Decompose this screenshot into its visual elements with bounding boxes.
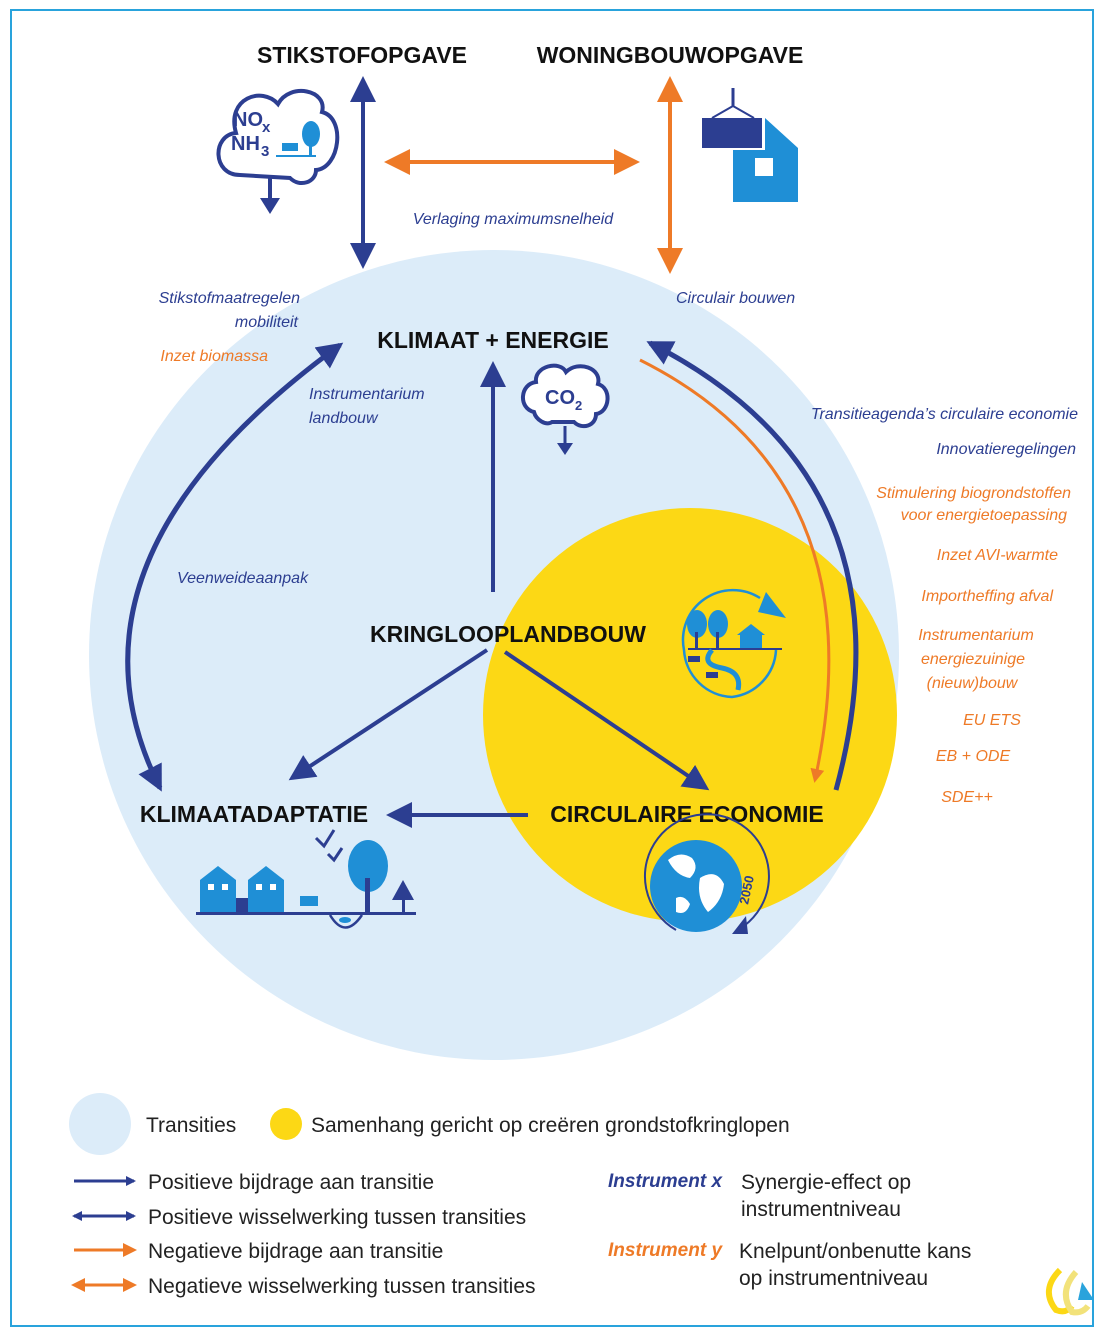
figure-frame xyxy=(10,9,1094,1327)
label-biomassa: Inzet biomassa xyxy=(160,348,268,365)
label-veenweide: Veenweideaanpak xyxy=(177,570,309,587)
svg-text:2: 2 xyxy=(575,398,582,413)
legend-transities: Transities xyxy=(146,1114,236,1137)
legend-pos-bijdrage: Positieve bijdrage aan transitie xyxy=(148,1171,434,1194)
house-crane-icon xyxy=(702,88,798,202)
svg-text:CO: CO xyxy=(545,387,575,409)
label-circ-bouwen: Circulair bouwen xyxy=(676,290,795,307)
kringloop-adaptatie-arrow xyxy=(288,648,489,781)
label-instr-landbouw-1: Instrumentarium xyxy=(309,386,425,403)
klimaat-circulair-orange-curve xyxy=(639,358,831,783)
label-bio-2: voor energietoepassing xyxy=(901,507,1067,524)
circulair-klimaat-curve xyxy=(646,340,859,791)
label-sde: SDE++ xyxy=(941,789,993,806)
label-stikstof-mob-2: mobiliteit xyxy=(235,314,299,331)
legend-samenhang-swatch xyxy=(270,1108,302,1140)
circular-farm-icon xyxy=(681,588,786,699)
svg-text:NO: NO xyxy=(233,109,263,131)
label-eb-ode: EB + ODE xyxy=(936,748,1011,765)
node-kringloop: KRINGLOOPLANDBOUW xyxy=(370,621,646,647)
svg-text:x: x xyxy=(262,119,271,136)
kringloop-circulair-arrow xyxy=(503,650,710,791)
co2-cloud-icon: CO 2 xyxy=(521,363,610,455)
globe-2050-icon: 2050 xyxy=(643,813,770,934)
legend-transities-swatch xyxy=(69,1093,131,1155)
legend-samenhang: Samenhang gericht op creëren grondstofkr… xyxy=(311,1114,790,1137)
legend-knelpunt-1: Knelpunt/onbenutte kans xyxy=(739,1240,971,1263)
legend-instr-x: Instrument x xyxy=(608,1171,723,1192)
publisher-logo xyxy=(1046,1267,1094,1316)
node-stikstof: STIKSTOFOPGAVE xyxy=(257,42,467,68)
circular-coherence-circle xyxy=(483,508,897,922)
legend-neg-bijdrage: Negatieve bijdrage aan transitie xyxy=(148,1240,443,1263)
climate-adaptation-icon xyxy=(196,829,416,929)
label-instr-landbouw-2: landbouw xyxy=(309,410,379,427)
nitrogen-cloud-icon: NO x NH 3 xyxy=(216,88,340,214)
node-circulair: CIRCULAIRE ECONOMIE xyxy=(550,801,823,827)
svg-text:NH: NH xyxy=(231,133,260,155)
label-instr-energie-3: (nieuw)bouw xyxy=(927,675,1019,692)
label-instr-energie-2: energiezuinige xyxy=(921,651,1025,668)
klimaat-adaptatie-curve xyxy=(125,342,344,792)
label-eu-ets: EU ETS xyxy=(963,712,1021,729)
label-transitieagenda: Transitieagenda’s circulaire economie xyxy=(811,406,1078,423)
label-innovatie: Innovatieregelingen xyxy=(936,441,1076,458)
label-instr-energie-1: Instrumentarium xyxy=(918,627,1034,644)
label-verlaging: Verlaging maximumsnelheid xyxy=(413,211,614,228)
node-woningbouw: WONINGBOUWOPGAVE xyxy=(537,42,804,68)
label-bio-1: Stimulering biogrondstoffen xyxy=(876,485,1071,502)
node-klimaat: KLIMAAT + ENERGIE xyxy=(377,327,609,353)
legend-neg-wissel: Negatieve wisselwerking tussen transitie… xyxy=(148,1275,536,1298)
node-adaptatie: KLIMAATADAPTATIE xyxy=(140,801,368,827)
legend-synergie-1: Synergie-effect op xyxy=(741,1171,911,1194)
svg-text:3: 3 xyxy=(261,143,269,160)
legend-pos-wissel: Positieve wisselwerking tussen transitie… xyxy=(148,1206,526,1229)
label-avi: Inzet AVI-warmte xyxy=(937,547,1058,564)
label-import: Importheffing afval xyxy=(921,588,1053,605)
svg-text:2050: 2050 xyxy=(736,874,757,905)
legend-synergie-2: instrumentniveau xyxy=(741,1198,901,1221)
label-stikstof-mob-1: Stikstofmaatregelen xyxy=(159,290,301,307)
legend-instr-y: Instrument y xyxy=(608,1240,723,1261)
legend-knelpunt-2: op instrumentniveau xyxy=(739,1267,928,1290)
